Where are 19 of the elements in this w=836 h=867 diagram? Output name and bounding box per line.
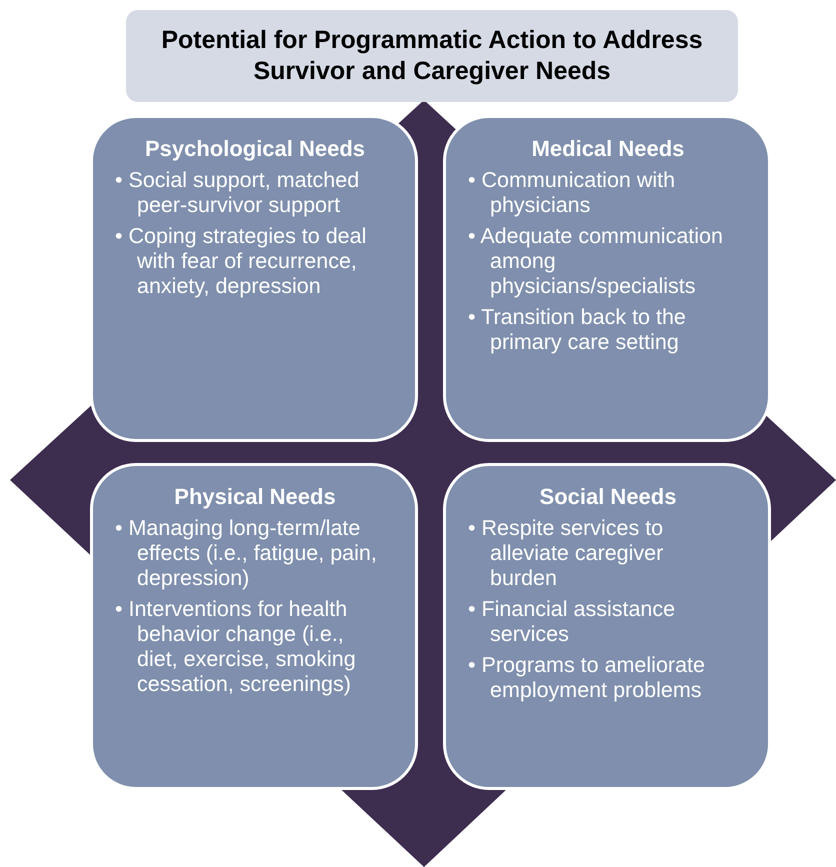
bullet-item: • Respite services to alleviate caregiver burden — [468, 516, 664, 591]
category-card — [90, 115, 418, 442]
card-heading: Social Needs — [538, 484, 678, 510]
bullet-item: • Coping strategies to deal with fear of recurrence, anxiety, depression — [115, 224, 368, 299]
bullet-item: • Programs to ameliorate employment problems — [468, 653, 706, 703]
bullet-item: • Financial assistance services — [468, 597, 676, 647]
card-heading: Psychological Needs — [144, 136, 366, 162]
bullet-item: • Social support, matched peer-survivor support — [115, 168, 360, 218]
bullet-item: • Adequate communication among physicians/specialists — [468, 224, 724, 299]
card-heading: Medical Needs — [530, 136, 686, 162]
category-card — [90, 463, 418, 790]
bullet-item: • Transition back to the primary care setting — [468, 305, 687, 355]
bullet-item: • Communication with physicians — [468, 168, 676, 218]
card-heading: Physical Needs — [173, 484, 337, 510]
title: Potential for Programmatic Action to Address Survivor and Caregiver Needs — [160, 25, 704, 87]
bullet-item: • Interventions for health behavior change (i.e., diet, exercise, smoking cessation, screenings) — [115, 597, 357, 697]
category-card — [443, 115, 771, 442]
category-card — [443, 463, 771, 790]
bullet-item: • Managing long-term/late effects (i.e., fatigue, pain, depression) — [115, 516, 378, 591]
